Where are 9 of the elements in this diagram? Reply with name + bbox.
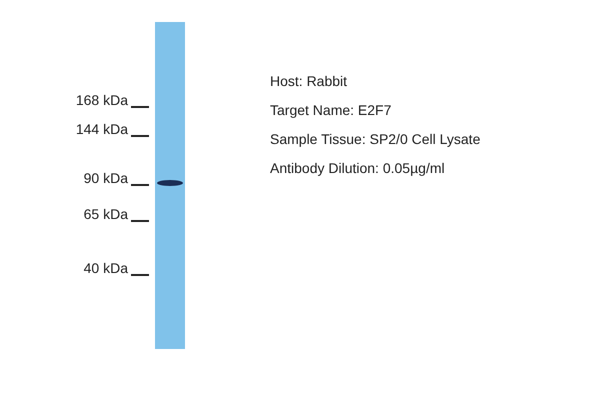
sample-info-text: Antibody Dilution: 0.05µg/ml	[270, 160, 445, 176]
molecular-weight-marker: 40 kDa	[84, 260, 128, 276]
sample-info-text: Host: Rabbit	[270, 73, 348, 89]
molecular-weight-marker: 90 kDa	[84, 170, 128, 186]
molecular-weight-marker: 144 kDa	[76, 121, 128, 137]
molecular-weight-marker: 168 kDa	[76, 92, 128, 108]
sample-info-text: Target Name: E2F7	[270, 102, 392, 118]
molecular-weight-marker: 65 kDa	[84, 206, 128, 222]
sample-info-text: Sample Tissue: SP2/0 Cell Lysate	[270, 131, 480, 147]
